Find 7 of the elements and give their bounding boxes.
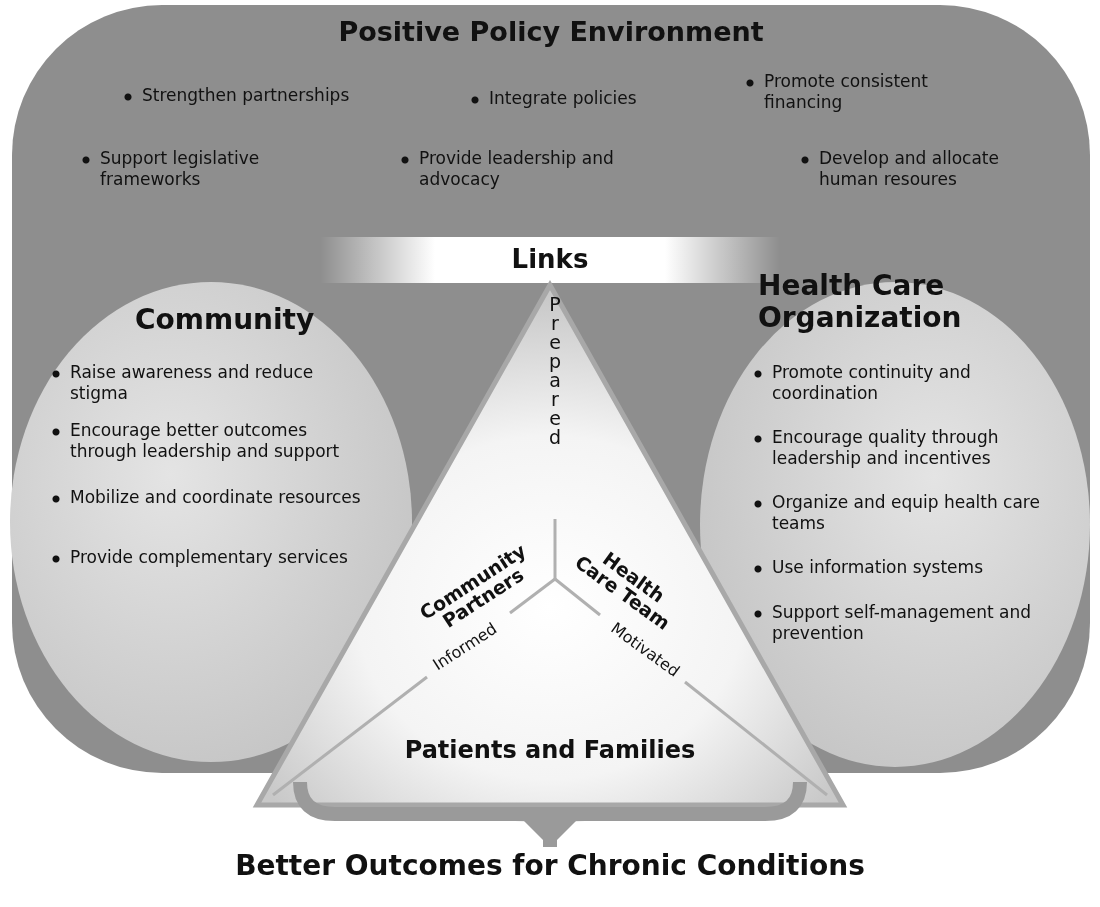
heading: Links: [510, 243, 590, 276]
heading: Patients and Families: [403, 735, 697, 765]
heading: Community: [135, 304, 316, 337]
label: Prepared: [545, 293, 564, 445]
heading: Better Outcomes for Chronic Conditions: [234, 848, 866, 883]
heading: Health Care Organization: [758, 270, 963, 335]
heading: Positive Policy Environment: [337, 15, 765, 49]
